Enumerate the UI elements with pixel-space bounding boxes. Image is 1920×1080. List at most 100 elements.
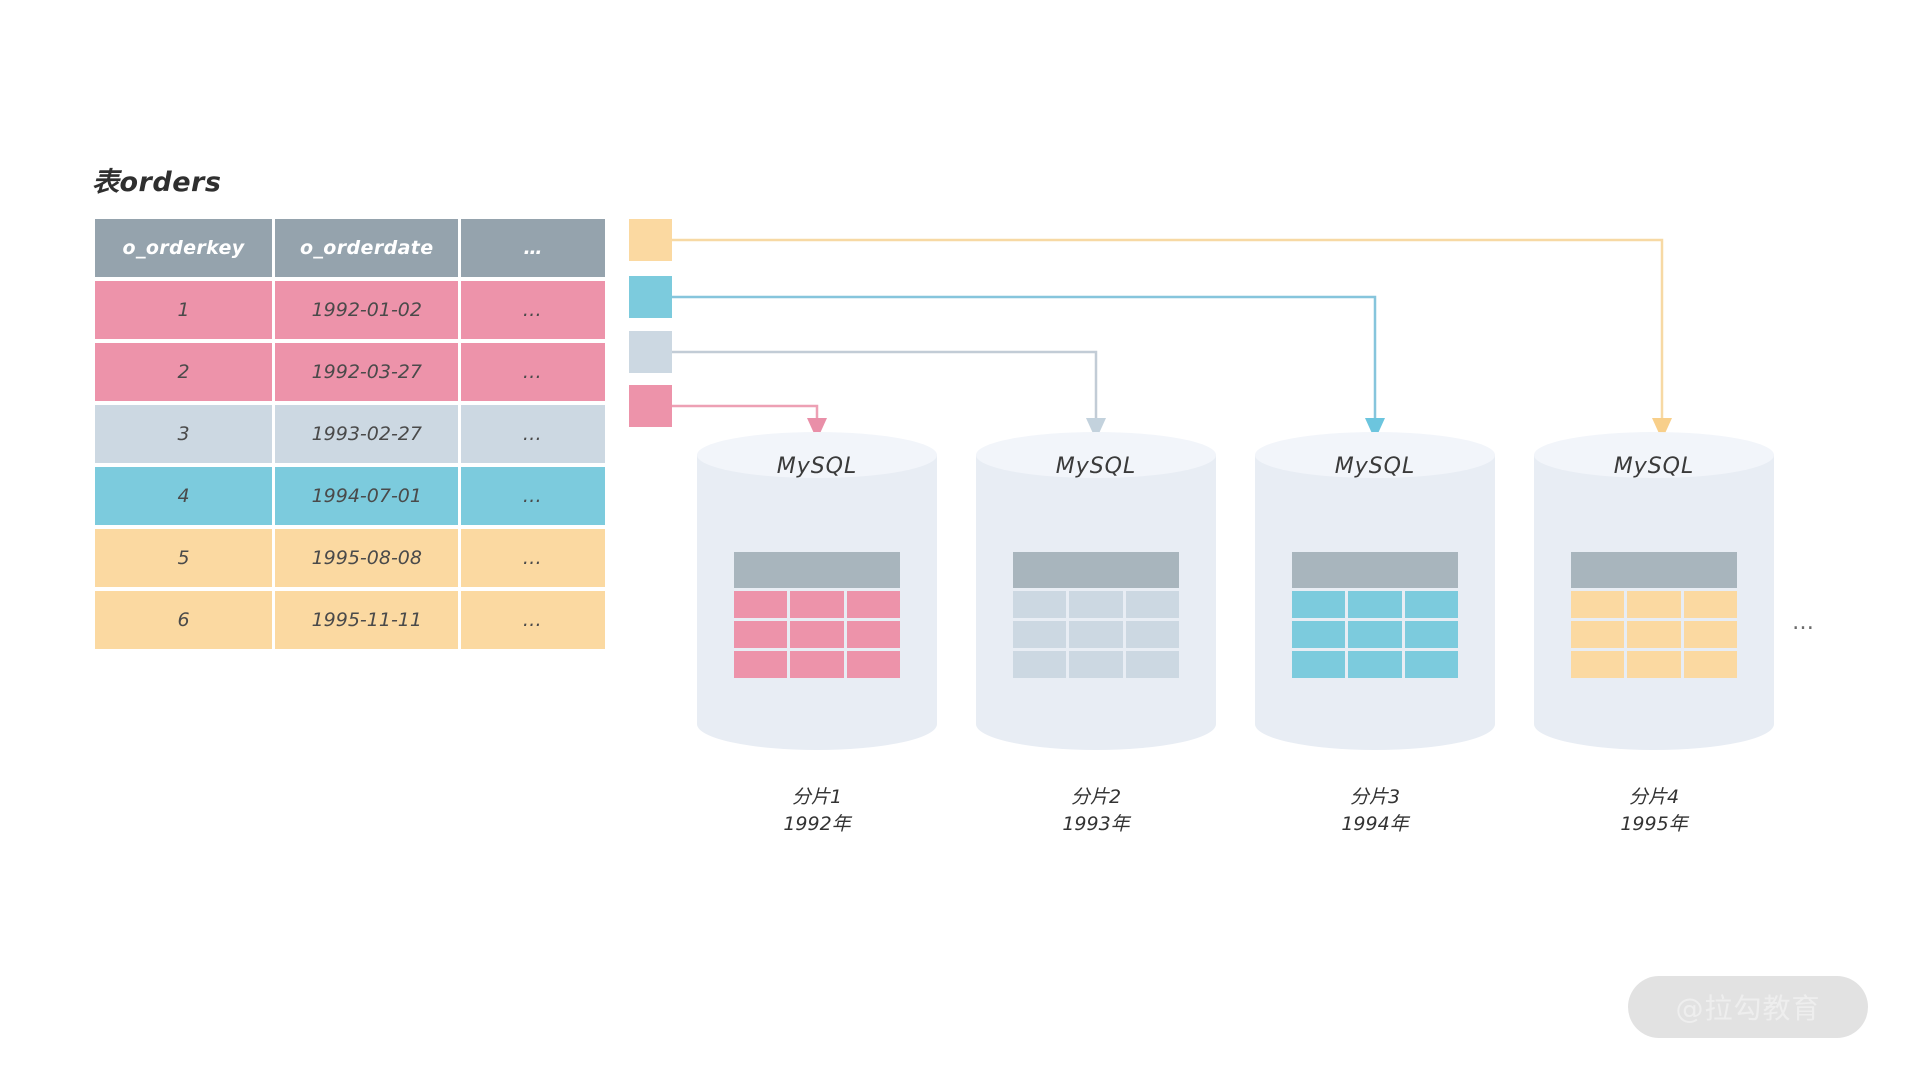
connector-amber-to-shard4 (672, 238, 1672, 440)
cylinder-top (1255, 432, 1495, 478)
mini-cell (1013, 591, 1067, 618)
shard-mini-table (1292, 552, 1458, 678)
mini-cell (846, 651, 900, 678)
cell-orderdate: 1995-11-11 (275, 591, 459, 649)
shard-mini-table (734, 552, 900, 678)
shard-2: MySQL 分片2 1993年 (976, 432, 1216, 835)
cell-more: … (461, 591, 605, 649)
table-header-row: o_orderkey o_orderdate … (95, 219, 605, 277)
mini-cell (1348, 621, 1402, 648)
mini-table-header (1013, 552, 1179, 588)
shard-mini-table (1013, 552, 1179, 678)
mysql-label: MySQL (1613, 454, 1695, 479)
mini-cell (734, 591, 788, 618)
shard-1: MySQL 分片1 1992年 (697, 432, 937, 835)
mini-cell (790, 621, 844, 648)
orders-table: o_orderkey o_orderdate … 1 1992-01-02 … … (92, 215, 608, 653)
mini-cell (1069, 651, 1123, 678)
source-table-block: 表orders o_orderkey o_orderdate … 1 1992-… (92, 160, 612, 653)
shard-caption: 分片2 1993年 (1062, 786, 1130, 835)
cell-orderkey: 3 (95, 405, 273, 463)
cell-more: … (461, 467, 605, 525)
amber-swatch (629, 219, 672, 261)
gray-swatch (629, 331, 672, 373)
cell-orderdate: 1995-08-08 (275, 529, 459, 587)
cell-orderdate: 1992-01-02 (275, 281, 459, 339)
cell-more: … (461, 405, 605, 463)
table-row: 5 1995-08-08 … (95, 529, 605, 587)
mini-cell (1627, 591, 1681, 618)
cell-orderkey: 2 (95, 343, 273, 401)
cylinder-top (1534, 432, 1774, 478)
mini-cell (1069, 621, 1123, 648)
mini-table-header (1292, 552, 1458, 588)
cylinder-top (976, 432, 1216, 478)
mini-cell (1404, 651, 1458, 678)
cell-orderkey: 1 (95, 281, 273, 339)
shard-4: MySQL 分片4 1995年 (1534, 432, 1774, 835)
connector-cyan-to-shard3 (672, 295, 1385, 440)
column-header-orderdate: o_orderdate (275, 219, 459, 277)
mini-cell (1571, 591, 1625, 618)
pink-swatch (629, 385, 672, 427)
shard-caption: 分片4 1995年 (1620, 786, 1688, 835)
mini-cell (1125, 591, 1179, 618)
cylinder-top (697, 432, 937, 478)
mini-cell (1627, 621, 1681, 648)
shard-mini-table (1571, 552, 1737, 678)
mini-cell (1125, 621, 1179, 648)
cell-more: … (461, 529, 605, 587)
mini-cell (1683, 591, 1737, 618)
mini-cell (790, 651, 844, 678)
mini-cell (790, 591, 844, 618)
cyan-swatch (629, 276, 672, 318)
mini-cell (1571, 621, 1625, 648)
cell-more: … (461, 343, 605, 401)
database-cylinder: MySQL (976, 432, 1216, 772)
mini-cell (1404, 591, 1458, 618)
mini-cell (846, 591, 900, 618)
mini-cell (1571, 651, 1625, 678)
mini-table-header (1571, 552, 1737, 588)
table-row: 6 1995-11-11 … (95, 591, 605, 649)
table-row: 3 1993-02-27 … (95, 405, 605, 463)
connector-gray-to-shard2 (672, 350, 1106, 440)
shard-3: MySQL 分片3 1994年 (1255, 432, 1495, 835)
page-title: 表orders (92, 167, 222, 198)
database-cylinder: MySQL (697, 432, 937, 772)
mini-cell (1125, 651, 1179, 678)
mini-cell (1292, 591, 1346, 618)
mini-table-header (734, 552, 900, 588)
cell-orderkey: 4 (95, 467, 273, 525)
table-row: 1 1992-01-02 … (95, 281, 605, 339)
mini-cell (1292, 621, 1346, 648)
mini-cell (1348, 651, 1402, 678)
cell-orderdate: 1993-02-27 (275, 405, 459, 463)
column-header-more: … (461, 219, 605, 277)
watermark: @拉勾教育 (1628, 976, 1868, 1038)
mini-cell (1013, 651, 1067, 678)
mini-cell (1013, 621, 1067, 648)
mini-cell (734, 651, 788, 678)
column-header-orderkey: o_orderkey (95, 219, 273, 277)
mysql-label: MySQL (1334, 454, 1416, 479)
mini-cell (846, 621, 900, 648)
cell-more: … (461, 281, 605, 339)
mini-cell (1683, 651, 1737, 678)
mini-cell (1683, 621, 1737, 648)
mini-cell (1348, 591, 1402, 618)
cell-orderkey: 6 (95, 591, 273, 649)
mini-cell (734, 621, 788, 648)
table-row: 4 1994-07-01 … (95, 467, 605, 525)
cell-orderkey: 5 (95, 529, 273, 587)
cell-orderdate: 1994-07-01 (275, 467, 459, 525)
shard-caption: 分片3 1994年 (1341, 786, 1409, 835)
shard-caption: 分片1 1992年 (783, 786, 851, 835)
mini-cell (1292, 651, 1346, 678)
mysql-label: MySQL (776, 454, 858, 479)
mini-cell (1404, 621, 1458, 648)
more-shards-ellipsis: … (1792, 610, 1817, 635)
table-row: 2 1992-03-27 … (95, 343, 605, 401)
cell-orderdate: 1992-03-27 (275, 343, 459, 401)
